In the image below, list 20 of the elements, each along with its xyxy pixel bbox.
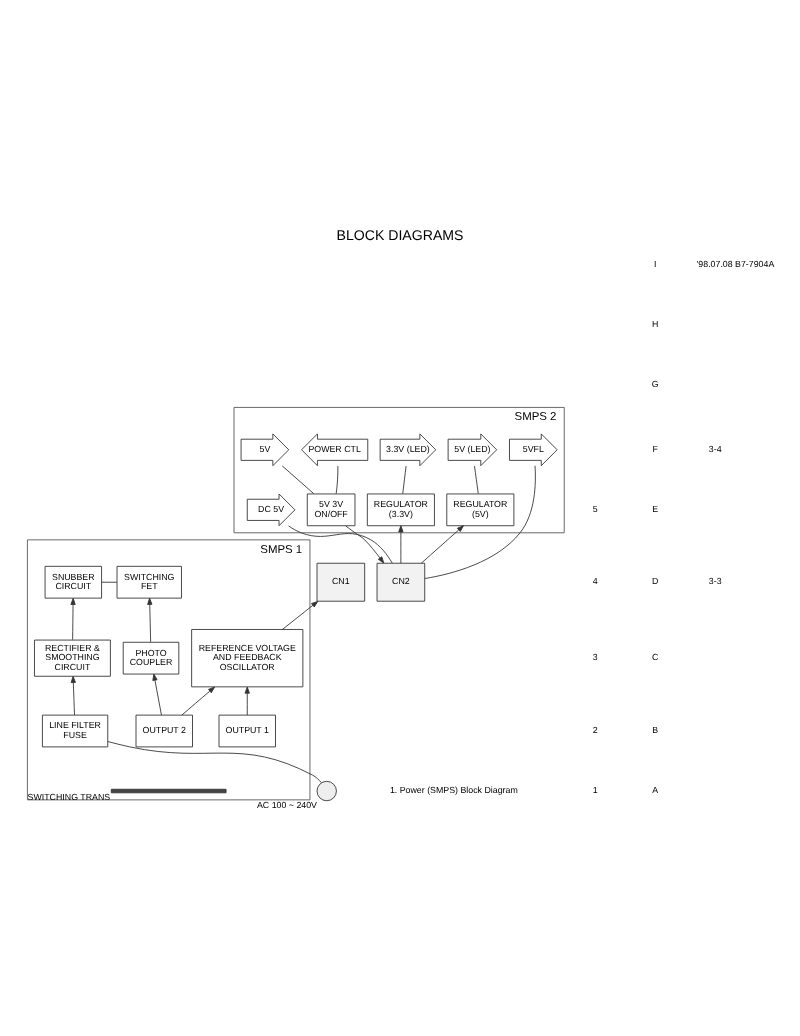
node-bar [110, 788, 227, 794]
arrow [147, 597, 153, 643]
arrow [345, 525, 385, 564]
arrow [420, 525, 464, 564]
connector [424, 465, 536, 579]
arrow [70, 675, 76, 716]
arrow [281, 600, 319, 630]
node-circle [316, 780, 337, 802]
connector [474, 465, 479, 495]
connector [402, 465, 407, 495]
arrow [244, 686, 250, 716]
connector [335, 465, 339, 495]
connector [281, 465, 315, 495]
arrow [181, 686, 216, 716]
arrow [70, 597, 76, 641]
connector [288, 525, 393, 564]
connector [101, 581, 118, 583]
arrow [398, 525, 404, 564]
arrow [152, 673, 162, 716]
connector [107, 741, 322, 784]
